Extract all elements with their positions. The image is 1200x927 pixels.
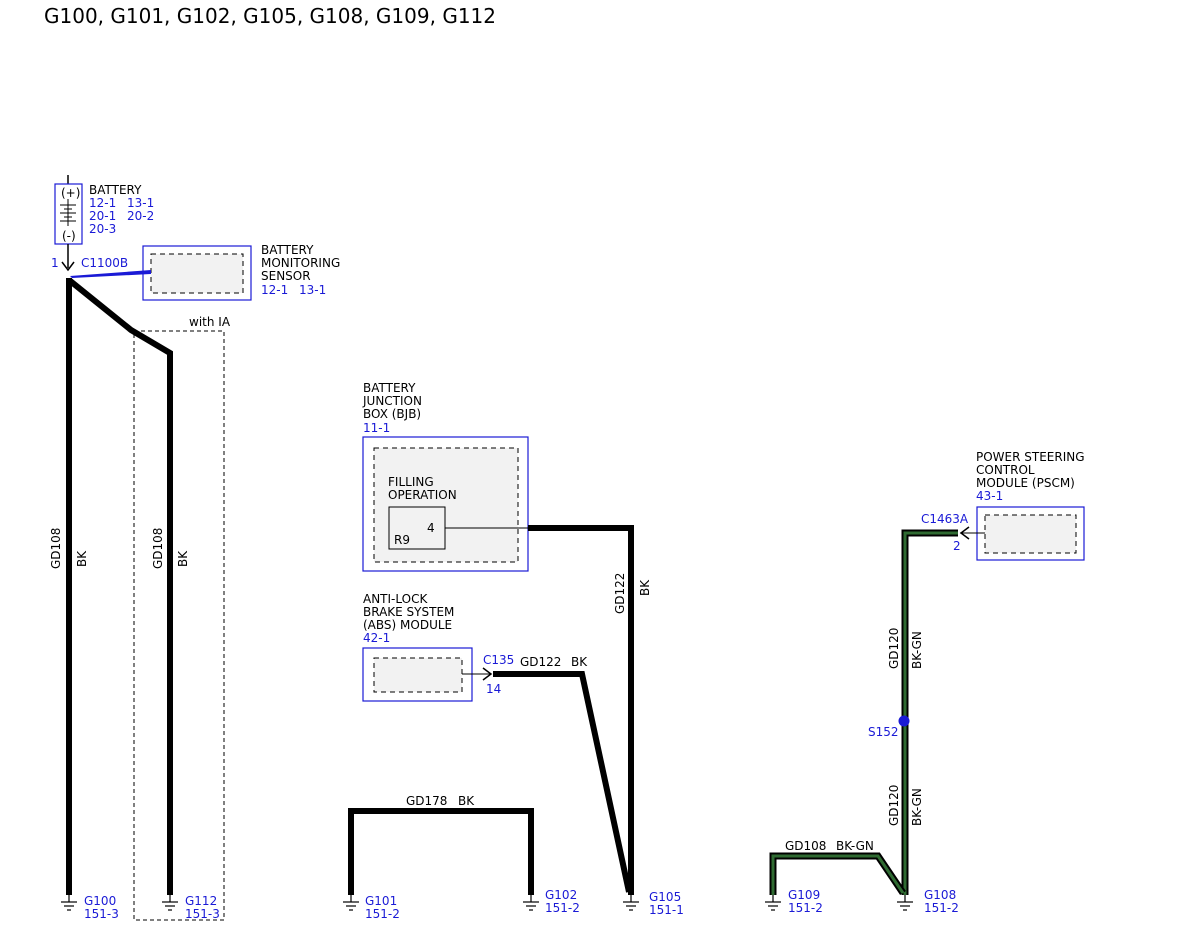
battery-ref[interactable]: 20-3 [89,222,116,236]
sensor-lead [70,270,151,278]
ground-ref[interactable]: 151-1 [649,903,684,917]
battery-connector-label[interactable]: C1100B [81,256,128,270]
abs-module[interactable] [362,647,473,702]
battery-plus-label: (+) [61,186,80,200]
bjb-label-line: BOX (BJB) [363,407,421,421]
wire-gd178[interactable] [348,808,534,895]
splice-label[interactable]: S152 [868,725,899,739]
wire-gd122-abs[interactable] [493,671,632,893]
wire-circuit-label: GD122 [613,573,627,614]
abs-ref[interactable]: 42-1 [363,631,390,645]
wire-circuit-label: GD120 [887,628,901,669]
bjb-inner-label: FILLING [388,475,434,489]
ground-icon [765,895,781,911]
wire-circuit-label: GD178 [406,794,447,808]
wire-circuit-label: GD120 [887,785,901,826]
wire-color-label: BK [75,550,89,567]
wire-circuit-label: GD108 [785,839,826,853]
sensor-ref[interactable]: 12-1 [261,283,288,297]
battery-label: BATTERY [89,183,142,197]
battery-monitoring-sensor[interactable] [142,245,252,301]
pscm-label-line: CONTROL [976,463,1035,477]
battery-pin: 1 [51,256,59,270]
pscm-ref[interactable]: 43-1 [976,489,1003,503]
battery-ref[interactable]: 13-1 [127,196,154,210]
wire-color-label: BK-GN [836,839,874,853]
ground-ref[interactable]: 151-2 [924,901,959,915]
battery-junction-box[interactable] [362,436,529,572]
ground-label[interactable]: G108 [924,888,956,902]
abs-connector-label[interactable]: C135 [483,653,514,667]
battery-ref[interactable]: 12-1 [89,196,116,210]
abs-pin: 14 [486,682,501,696]
bjb-label-line: BATTERY [363,381,416,395]
ground-icon [623,895,639,911]
wire-color-label: BK [638,579,652,596]
wire-gd122-bjb[interactable] [528,525,634,895]
ground-label[interactable]: G109 [788,888,820,902]
ground-ref[interactable]: 151-2 [365,907,400,921]
bjb-label-line: JUNCTION [362,394,422,408]
wire-color-label: BK-GN [910,788,924,826]
battery-ref[interactable]: 20-1 [89,209,116,223]
wire-circuit-label: GD122 [520,655,561,669]
sensor-label-line: MONITORING [261,256,340,270]
ground-icon [343,895,359,911]
wire-gd108-bkgn-stripe [771,854,905,895]
ia-option-label: with IA [189,315,231,329]
ground-label[interactable]: G102 [545,888,577,902]
ground-icon [897,895,913,911]
r9-label: R9 [394,533,410,547]
ground-icon [61,895,77,911]
wire-color-label: BK [458,794,475,808]
abs-label-line: BRAKE SYSTEM [363,605,454,619]
bjb-ref[interactable]: 11-1 [363,421,390,435]
ground-ref[interactable]: 151-3 [84,907,119,921]
wire-gd120-stripe [903,531,958,895]
pscm-label-line: MODULE (PSCM) [976,476,1075,490]
ground-ref[interactable]: 151-2 [788,901,823,915]
battery-component[interactable]: (+) (-) [54,175,83,268]
ground-ref[interactable]: 151-2 [545,901,580,915]
sensor-label-line: BATTERY [261,243,314,257]
connector-arrow-icon [482,667,493,681]
ground-icon [523,895,539,911]
sensor-label-line: SENSOR [261,269,311,283]
connector-arrow-icon [61,261,75,272]
bjb-pin: 4 [427,521,435,535]
pscm-connector-label[interactable]: C1463A [921,512,969,526]
ground-icon [162,895,178,911]
wire-gd108-g112[interactable] [67,277,173,895]
sensor-ref[interactable]: 13-1 [299,283,326,297]
wire-color-label: BK [176,550,190,567]
ground-label[interactable]: G101 [365,894,397,908]
ia-option-box [133,330,225,921]
power-steering-control-module[interactable] [976,506,1085,561]
abs-label-line: (ABS) MODULE [363,618,452,632]
battery-symbol-icon [60,199,76,226]
ground-ref[interactable]: 151-3 [185,907,220,921]
wire-circuit-label: GD108 [49,528,63,569]
pscm-pin: 2 [953,539,961,553]
abs-label-line: ANTI-LOCK [363,592,428,606]
battery-minus-label: (-) [62,229,76,243]
battery-ref[interactable]: 20-2 [127,209,154,223]
ground-label[interactable]: G112 [185,894,217,908]
wire-color-label: BK [571,655,588,669]
ground-label[interactable]: G105 [649,890,681,904]
ground-label[interactable]: G100 [84,894,116,908]
pscm-label-line: POWER STEERING [976,450,1085,464]
wire-gd120[interactable] [901,529,958,895]
connector-arrow-icon [959,526,970,540]
bjb-inner-label: OPERATION [388,488,457,502]
page-title: G100, G101, G102, G105, G108, G109, G112 [44,4,496,28]
splice-dot-icon[interactable] [898,715,910,727]
wire-color-label: BK-GN [910,631,924,669]
wire-circuit-label: GD108 [151,528,165,569]
